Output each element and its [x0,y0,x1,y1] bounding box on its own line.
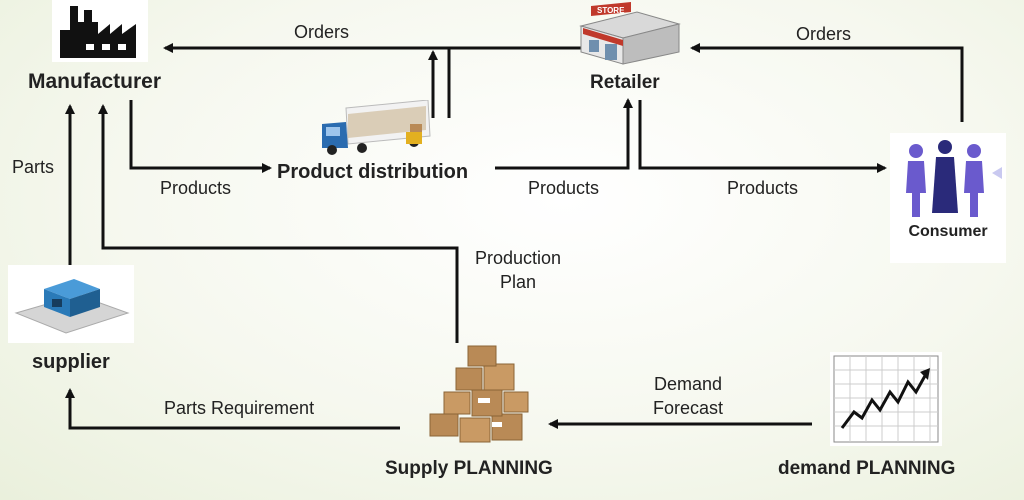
warehouse-card [8,265,134,343]
truck-icon [318,99,450,158]
parts-requirement-label: Parts Requirement [164,398,315,418]
demand-planning-label: demand PLANNING [778,458,956,479]
people-icon [906,140,1002,217]
parts-requirement-arrow [65,388,400,430]
products-arrow-to-consumer [638,100,887,173]
orders-label-right: Orders [796,24,852,44]
orders-label-left: Orders [294,22,350,42]
product-distribution-label: Product distribution [277,161,469,183]
store-icon: STORE [575,2,685,68]
products-arrow-to-retailer [495,98,633,170]
production-plan-arrow [98,104,459,343]
supplier-label: supplier [32,351,110,373]
demand-forecast-line2: Forecast [652,398,724,418]
consumer-card: Consumer [890,133,1006,263]
products-label-2: Products [528,178,600,198]
supply-planning-label: Supply PLANNING [385,458,553,479]
manufacturer-label: Manufacturer [28,70,162,93]
boxes-icon [420,342,544,450]
demand-forecast-line1: Demand [653,374,723,394]
production-plan-label: Production Plan [466,246,570,294]
parts-label: Parts [12,157,55,177]
warehouse-icon [14,279,130,334]
consumer-label: Consumer [908,223,988,240]
factory-icon [52,0,148,62]
production-plan-line2: Plan [499,272,537,292]
products-arrow-to-distribution [129,100,272,173]
demand-forecast-label: Demand Forecast [636,372,740,420]
store-sign-text: STORE [597,6,625,15]
products-label-3: Products [727,178,799,198]
trend-chart-icon [830,352,942,446]
retailer-label: Retailer [590,72,660,93]
products-label-1: Products [160,178,232,198]
production-plan-line1: Production [474,248,562,268]
orders-arrow-to-retailer [690,43,964,122]
